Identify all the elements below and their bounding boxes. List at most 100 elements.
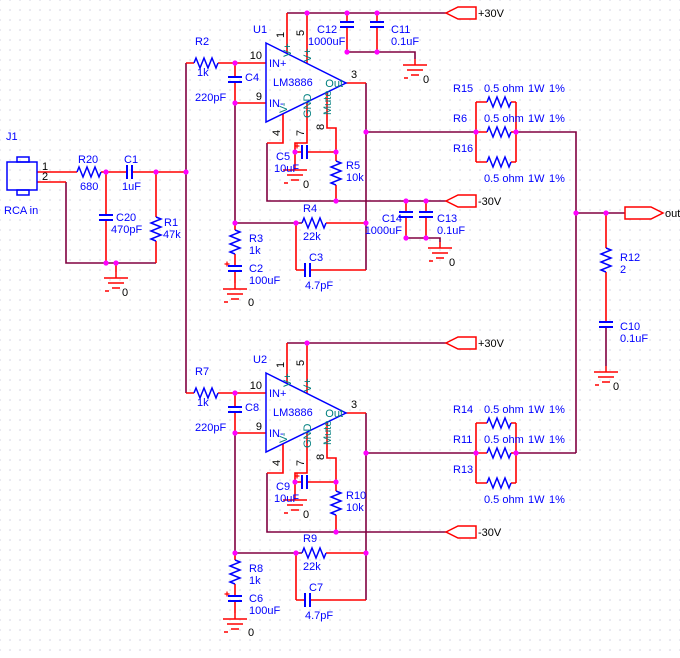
opamp-port-vplus: V+	[302, 48, 314, 62]
power-port-minus30-top	[445, 194, 477, 208]
label-R14-value: 0.5 ohm	[484, 404, 524, 416]
junction-dot	[292, 149, 298, 155]
junction-dot	[333, 149, 339, 155]
label-C6-ref: C6	[249, 593, 263, 605]
capacitor-C3-symbol	[304, 262, 311, 278]
label-R2-ref: R2	[195, 36, 209, 48]
junction-dot	[423, 235, 429, 241]
label-C12-ref: C12	[317, 24, 337, 36]
ground-label: 0	[122, 287, 128, 299]
label-R11-power: 1W	[528, 434, 545, 446]
opamp-port-mute: Mute	[322, 91, 334, 115]
junction-dot	[292, 479, 298, 485]
resistor-R11-symbol	[486, 447, 512, 459]
resistor-R3-symbol	[229, 229, 241, 255]
junction-dot	[423, 198, 429, 204]
opamp-port-vminus: V-	[278, 432, 290, 443]
resistor-R12-symbol	[600, 247, 612, 273]
junction-dot	[232, 390, 238, 396]
junction-dot	[344, 49, 350, 55]
junction-dot	[304, 10, 310, 16]
opamp-port-vminus: V-	[278, 102, 290, 113]
label-R15-tolerance: 1%	[549, 83, 565, 95]
label-R7-ref: R7	[195, 366, 209, 378]
junction-dot	[363, 129, 369, 135]
resistor-R9-symbol	[301, 547, 327, 559]
pin-number: 5	[295, 30, 307, 36]
pin-number: 10	[250, 380, 262, 392]
power-label-plus30: +30V	[478, 8, 505, 20]
capacitor-C11-symbol	[369, 21, 385, 28]
junction-dot	[403, 198, 409, 204]
label-R20-value: 680	[80, 181, 98, 193]
ground-label: 0	[423, 74, 429, 86]
power-port-minus30-bottom	[445, 525, 477, 539]
label-R11-value: 0.5 ohm	[484, 434, 524, 446]
ground-label: 0	[449, 257, 455, 269]
opamp-port-inminus: IN-	[269, 428, 284, 440]
power-label-minus30: -30V	[478, 196, 502, 208]
pin-number-j1-1: 1	[42, 161, 48, 173]
label-R3-ref: R3	[249, 233, 263, 245]
label-R15-power: 1W	[528, 83, 545, 95]
pin-number: 4	[271, 460, 283, 466]
label-C9-value: 10uF	[274, 493, 299, 505]
label-J1-ref: J1	[6, 131, 18, 143]
label-R8-ref: R8	[249, 563, 263, 575]
junction-dot	[573, 210, 579, 216]
capacitor-C1-symbol	[126, 164, 133, 180]
label-R14-tolerance: 1%	[549, 404, 565, 416]
junction-dot	[183, 169, 189, 175]
pin-number: 1	[275, 32, 287, 38]
resistor-R13-symbol	[486, 477, 512, 489]
junction-dot	[304, 340, 310, 346]
capacitor-C10-symbol	[598, 321, 614, 328]
resistor-R15-symbol	[486, 96, 512, 108]
junction-dot	[232, 220, 238, 226]
label-C20-value: 470pF	[111, 224, 142, 236]
junction-dot	[363, 550, 369, 556]
label-R11-ref: R11	[453, 434, 472, 446]
label-C8-value: 220pF	[195, 422, 226, 434]
junction-dot	[374, 49, 380, 55]
label-R14-ref: R14	[453, 404, 473, 416]
label-R13-value: 0.5 ohm	[484, 494, 524, 506]
junction-dot	[603, 210, 609, 216]
pin-number: 1	[275, 362, 287, 368]
junction-dot	[333, 198, 339, 204]
power-port-plus30-top	[445, 6, 477, 20]
ground-label: 0	[248, 627, 254, 639]
label-C7-value: 4.7pF	[305, 610, 333, 622]
capacitor-C12-symbol	[339, 21, 355, 28]
label-C11-value: 0.1uF	[391, 36, 419, 48]
junction-dot	[293, 550, 299, 556]
capacitor-C9-symbol	[301, 474, 308, 490]
resistor-R6-symbol	[486, 126, 512, 138]
pin-number: 9	[256, 421, 262, 433]
label-C3-value: 4.7pF	[305, 280, 333, 292]
label-R1-value: 47k	[163, 229, 181, 241]
junction-dot	[473, 450, 479, 456]
opamp-U2-symbol	[265, 371, 348, 454]
junction-dot	[403, 235, 409, 241]
label-R13-power: 1W	[528, 494, 545, 506]
resistor-R20-symbol	[76, 166, 102, 178]
capacitor-C4-symbol	[227, 76, 243, 83]
label-U2-ref: U2	[253, 354, 267, 366]
label-C5-ref: C5	[276, 151, 290, 163]
label-C3-ref: C3	[309, 252, 323, 264]
label-R6-ref: R6	[453, 113, 467, 125]
pin-number: 3	[351, 399, 357, 411]
label-R4-ref: R4	[303, 203, 317, 215]
junction-dot	[363, 450, 369, 456]
label-C2-ref: C2	[249, 263, 263, 275]
junction-dot	[153, 169, 159, 175]
label-R15-ref: R15	[453, 83, 473, 95]
capacitor-C6-symbol	[227, 595, 243, 602]
label-C8-ref: C8	[245, 402, 259, 414]
label-R12-value: 2	[620, 264, 626, 276]
junction-dot	[513, 450, 519, 456]
label-C13-value: 0.1uF	[437, 225, 465, 237]
ground-symbol	[222, 612, 248, 633]
